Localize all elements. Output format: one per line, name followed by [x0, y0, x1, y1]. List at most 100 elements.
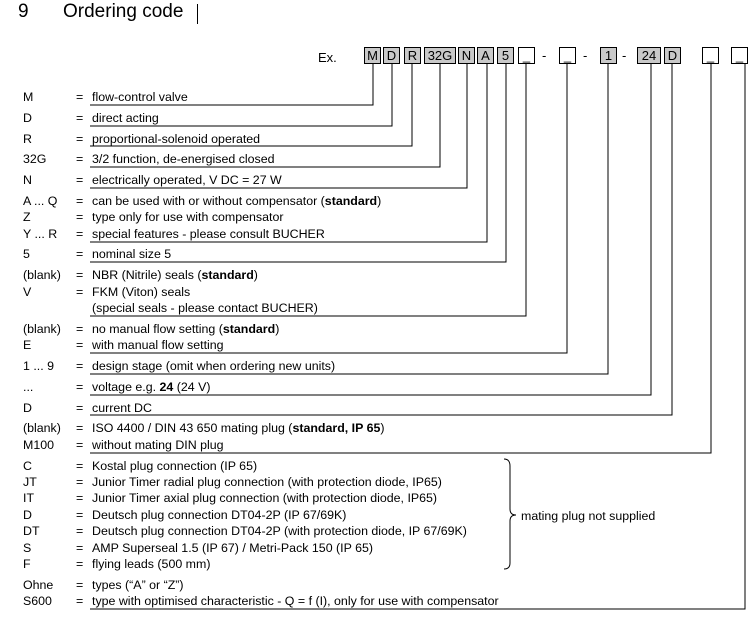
equals-sign: =	[76, 594, 84, 608]
equals-sign: =	[76, 541, 84, 555]
option-description: flow-control valve	[92, 90, 188, 104]
code-box: _	[702, 47, 719, 64]
code-box: 32G	[424, 47, 456, 64]
option-description: ISO 4400 / DIN 43 650 mating plug (stand…	[92, 421, 385, 435]
text-run: types (“A” or “Z”)	[92, 578, 184, 592]
option-key: ...	[23, 380, 34, 394]
leader-line	[90, 64, 393, 127]
option-description: type with optimised characteristic - Q =…	[92, 594, 499, 608]
option-description: voltage e.g. 24 (24 V)	[92, 380, 211, 394]
option-key: M	[23, 90, 34, 104]
text-run: )	[275, 322, 280, 336]
equals-sign: =	[76, 524, 84, 538]
code-box: D	[383, 47, 400, 64]
equals-sign: =	[76, 194, 84, 208]
equals-sign: =	[76, 578, 84, 592]
option-description: current DC	[92, 401, 152, 415]
option-key: Z	[23, 210, 31, 224]
option-description: direct acting	[92, 111, 159, 125]
option-description: with manual flow setting	[92, 338, 224, 352]
option-description: without mating DIN plug	[92, 438, 224, 452]
leader-line	[90, 64, 468, 189]
text-run: direct acting	[92, 111, 159, 125]
code-separator: -	[622, 48, 627, 63]
option-key: DT	[23, 524, 40, 538]
equals-sign: =	[76, 438, 84, 452]
text-run: Junior Timer axial plug connection (with…	[92, 491, 438, 505]
option-key: (blank)	[23, 322, 61, 336]
text-cursor	[197, 4, 198, 24]
option-description: Junior Timer radial plug connection (wit…	[92, 475, 442, 489]
text-run: Kostal plug connection (IP 65)	[92, 459, 258, 473]
option-key: E	[23, 338, 32, 352]
text-run: can be used with or without compensator …	[92, 194, 325, 208]
text-run: voltage e.g.	[92, 380, 160, 394]
code-box: _	[731, 47, 748, 64]
leader-line	[90, 64, 488, 243]
option-key: S	[23, 541, 32, 555]
option-description: Kostal plug connection (IP 65)	[92, 459, 257, 473]
option-key: JT	[23, 475, 37, 489]
option-description: design stage (omit when ordering new uni…	[92, 359, 335, 373]
text-run: )	[253, 268, 258, 282]
text-run: 3/2 function, de-energised closed	[92, 152, 275, 166]
text-run: Deutsch plug connection DT04-2P (with pr…	[92, 524, 467, 538]
option-description: NBR (Nitrile) seals (standard)	[92, 268, 258, 282]
equals-sign: =	[76, 491, 84, 505]
text-run: Deutsch plug connection DT04-2P (IP 67/6…	[92, 508, 347, 522]
text-run: AMP Superseal 1.5 (IP 67) / Metri-Pack 1…	[92, 541, 373, 555]
code-box: _	[518, 47, 535, 64]
equals-sign: =	[76, 401, 84, 415]
code-box: N	[458, 47, 475, 64]
leader-line	[90, 64, 609, 375]
option-description: proportional-solenoid operated	[92, 132, 260, 146]
text-run: current DC	[92, 401, 152, 415]
leader-line	[90, 64, 374, 106]
equals-sign: =	[76, 421, 84, 435]
equals-sign: =	[76, 111, 84, 125]
option-key: 5	[23, 247, 30, 261]
leader-line	[90, 64, 746, 610]
option-key: 32G	[23, 152, 47, 166]
equals-sign: =	[76, 459, 84, 473]
text-run: electrically operated, V DC = 27 W	[92, 173, 282, 187]
option-key: F	[23, 557, 31, 571]
equals-sign: =	[76, 210, 84, 224]
leader-line	[90, 64, 413, 147]
equals-sign: =	[76, 380, 84, 394]
text-run: type with optimised characteristic - Q =…	[92, 594, 499, 608]
example-label: Ex.	[318, 50, 337, 65]
option-key: Ohne	[23, 578, 54, 592]
leader-line	[90, 64, 712, 454]
equals-sign: =	[76, 508, 84, 522]
section-title: Ordering code	[63, 1, 184, 22]
text-run: nominal size 5	[92, 247, 172, 261]
text-run: NBR (Nitrile) seals (	[92, 268, 202, 282]
bold-text: 24	[159, 380, 174, 394]
equals-sign: =	[76, 322, 84, 336]
option-key: R	[23, 132, 32, 146]
leader-line	[90, 64, 652, 396]
text-run: FKM (Viton) seals	[92, 285, 191, 299]
text-run: with manual flow setting	[92, 338, 224, 352]
option-key: (blank)	[23, 421, 61, 435]
equals-sign: =	[76, 268, 84, 282]
option-key: D	[23, 508, 32, 522]
bracket-note: mating plug not supplied	[521, 509, 656, 523]
code-separator: -	[583, 48, 588, 63]
text-run: type only for use with compensator	[92, 210, 284, 224]
equals-sign: =	[76, 475, 84, 489]
option-description: FKM (Viton) seals	[92, 285, 190, 299]
text-run: proportional-solenoid operated	[92, 132, 261, 146]
bold-text: standard	[201, 268, 254, 282]
text-run: flow-control valve	[92, 90, 188, 104]
text-run: Junior Timer radial plug connection (wit…	[92, 475, 442, 489]
code-box: R	[404, 47, 421, 64]
code-box: _	[559, 47, 576, 64]
equals-sign: =	[76, 247, 84, 261]
option-key: 1 ... 9	[23, 359, 54, 373]
text-run: no manual flow setting (	[92, 322, 223, 336]
code-box: D	[664, 47, 681, 64]
leader-line	[90, 64, 507, 263]
